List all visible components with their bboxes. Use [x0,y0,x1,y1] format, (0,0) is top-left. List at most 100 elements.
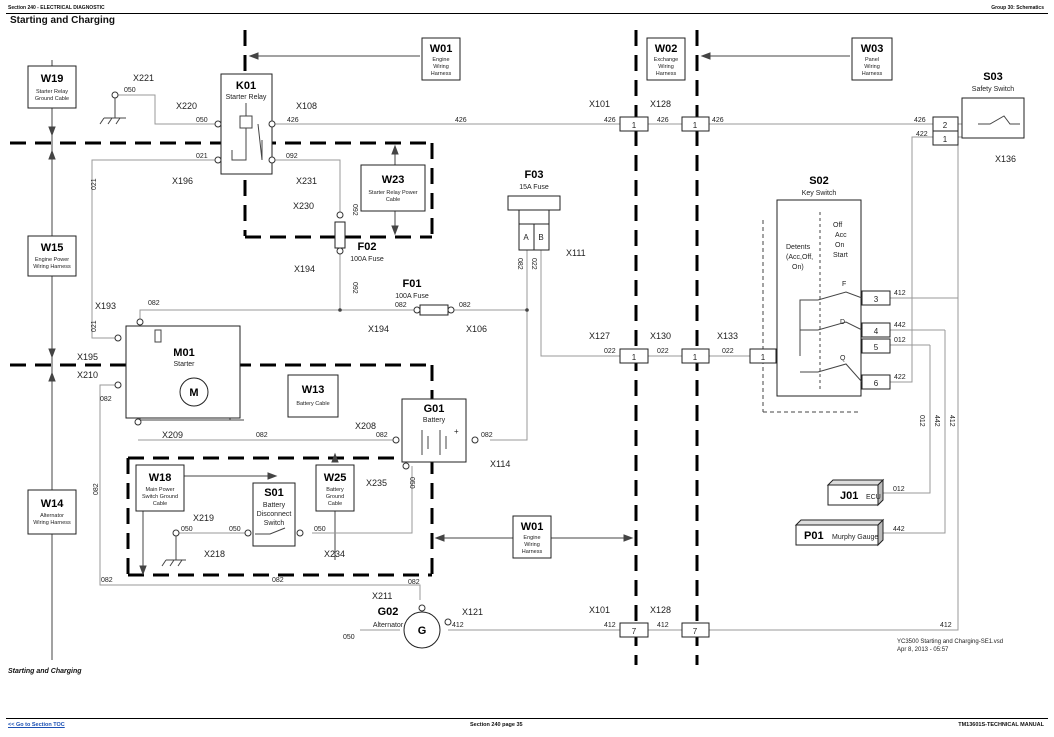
svg-text:050: 050 [124,87,136,94]
svg-text:X130: X130 [650,331,671,341]
svg-text:7: 7 [632,627,637,636]
svg-text:Exchange: Exchange [654,57,678,63]
svg-text:X234: X234 [324,549,345,559]
svg-text:Harness: Harness [431,71,452,77]
f03-fuse: F03 15A Fuse A B [507,169,561,251]
harness-w15: W15 Engine Power Wiring Harness [27,235,77,277]
svg-text:Cable: Cable [153,501,167,507]
svg-text:442: 442 [933,415,940,427]
svg-text:426: 426 [455,117,467,124]
alternator-symbol: G [418,625,427,637]
svg-text:Starter Relay: Starter Relay [36,89,68,95]
f02-fuse: F02 100A Fuse [334,221,384,263]
page-title: Starting and Charging [10,15,115,26]
motor-symbol: M [189,387,198,399]
svg-text:Engine: Engine [432,57,449,63]
svg-text:050: 050 [408,477,415,489]
harness-w18: W18 Main Power Switch Ground Cable [135,464,185,512]
svg-text:Engine Power: Engine Power [35,257,69,263]
w19-id: W19 [41,73,64,85]
svg-text:X121: X121 [462,607,483,617]
svg-text:On): On) [792,264,804,271]
svg-text:(Acc,Off,: (Acc,Off, [786,254,813,261]
f01-fuse: F01 100A Fuse [395,278,449,316]
svg-text:1: 1 [943,135,948,144]
svg-text:092: 092 [351,282,358,294]
svg-text:082: 082 [376,432,388,439]
s03-safety-switch: S03 Safety Switch [961,71,1025,139]
svg-text:082: 082 [516,258,523,270]
svg-text:Murphy Gauge: Murphy Gauge [832,534,878,541]
svg-text:100A Fuse: 100A Fuse [350,256,384,263]
svg-text:Wiring: Wiring [524,542,540,548]
figure-caption: Starting and Charging [8,668,82,675]
harness-w01-top: W01 Engine Wiring Harness [421,37,461,81]
svg-text:5: 5 [874,343,879,352]
svg-text:S02: S02 [809,175,829,187]
svg-text:X128: X128 [650,99,671,109]
wiring [91,94,1021,631]
svg-text:426: 426 [287,117,299,124]
footer-rule [6,718,1048,719]
svg-text:012: 012 [894,337,906,344]
svg-text:100A Fuse: 100A Fuse [395,293,429,300]
svg-text:Battery: Battery [263,502,286,509]
svg-text:X114: X114 [490,459,510,469]
j01-ecu: J01 ECU 012 [826,478,905,507]
svg-text:442: 442 [894,322,906,329]
svg-text:022: 022 [530,258,537,270]
svg-text:X235: X235 [366,478,387,488]
toc-link[interactable]: << Go to Section TOC [8,722,65,728]
svg-text:X196: X196 [172,176,193,186]
svg-text:X127: X127 [589,331,610,341]
svg-text:S01: S01 [264,487,284,499]
svg-text:YC3500 Starting and Charging-S: YC3500 Starting and Charging-SE1.vsd [897,639,1003,645]
svg-text:X136: X136 [995,154,1016,164]
header-rule [6,13,1048,14]
svg-text:F01: F01 [403,278,422,290]
svg-text:Apr 8, 2013 - 05:57: Apr 8, 2013 - 05:57 [897,647,949,653]
g01-battery: G01 Battery + [401,398,467,463]
svg-text:050: 050 [343,634,355,641]
svg-text:Off: Off [833,222,842,229]
svg-text:G02: G02 [378,606,399,618]
svg-text:1: 1 [693,121,698,130]
svg-text:Starter: Starter [173,361,195,368]
svg-text:X106: X106 [466,324,487,334]
svg-text:082: 082 [101,577,113,584]
svg-text:X218: X218 [204,549,225,559]
svg-text:X101: X101 [589,99,610,109]
header-group: Group 30: Schematics [991,5,1044,11]
svg-text:Panel: Panel [865,57,879,63]
svg-text:022: 022 [722,348,734,355]
svg-text:J01: J01 [840,490,858,502]
svg-text:422: 422 [894,374,906,381]
svg-text:4: 4 [874,327,879,336]
svg-text:412: 412 [894,290,906,297]
svg-text:412: 412 [452,622,464,629]
svg-text:X220: X220 [176,101,197,111]
svg-text:1: 1 [761,353,766,362]
svg-text:Cable: Cable [386,197,400,203]
svg-text:W03: W03 [861,43,884,55]
svg-text:K01: K01 [236,80,256,92]
svg-text:082: 082 [256,432,268,439]
svg-text:Wiring: Wiring [658,64,674,70]
svg-text:X230: X230 [293,201,314,211]
svg-text:050: 050 [314,526,326,533]
svg-text:Alternator: Alternator [40,513,64,519]
svg-text:X210: X210 [77,370,98,380]
svg-text:Acc: Acc [835,232,847,239]
svg-text:412: 412 [940,622,952,629]
svg-text:15A Fuse: 15A Fuse [519,184,549,191]
file-note: YC3500 Starting and Charging-SE1.vsd Apr… [897,639,1003,653]
svg-text:W02: W02 [655,43,678,55]
svg-text:F: F [842,281,846,288]
svg-text:6: 6 [874,379,879,388]
svg-text:F03: F03 [525,169,544,181]
svg-text:412: 412 [604,622,616,629]
svg-text:X133: X133 [717,331,738,341]
svg-text:M01: M01 [173,347,194,359]
svg-text:Safety Switch: Safety Switch [972,86,1015,93]
